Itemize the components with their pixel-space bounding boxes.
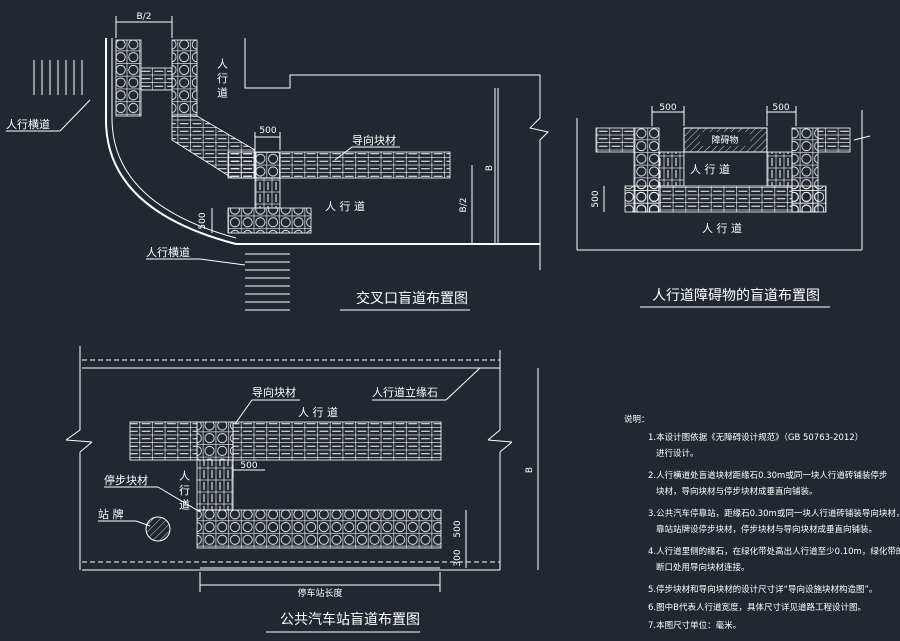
curb-curve [105, 38, 540, 245]
busstop-sidewalk-vertical: 人 行 道 [178, 470, 191, 510]
dim-500-left: 500 [198, 212, 208, 229]
busstop-guide-left [129, 421, 198, 461]
busstop-dim-b: B [525, 467, 535, 473]
curb-curve-inner [111, 38, 237, 239]
obstacle-label: 障碍物 [711, 134, 738, 146]
notes-line-3: 2.人行横道处盲道块材距缘石0.30m或同一块人行道砖铺装停步 [648, 470, 887, 481]
dim-half-b-right: B/2 [459, 198, 469, 213]
obstacle-dim-500-left: 500 [659, 103, 676, 113]
obstacle-guide-v-right [766, 151, 793, 187]
obstacle-guide-bottom [658, 185, 793, 213]
obstacle-plan: 障碍物 500 500 500 人 行 道 人 行 道 人行道障碍物的盲道布置图 [576, 103, 871, 308]
busstop-stop-block-label: 停步块材 [104, 473, 148, 487]
busstop-guide-right [232, 421, 442, 461]
stop-blocks-bottom [227, 207, 312, 234]
busstop-guide-vertical [196, 459, 234, 511]
busstop-stop-junction [196, 421, 234, 461]
crosswalk-label-bottom: 人行横道 [146, 245, 190, 259]
busstop-curb-label: 人行道立缘石 [372, 385, 438, 399]
notes-line-1: 1.本设计图依据《无障碍设计规范》（GB 50763-2012） [648, 432, 863, 443]
busstop-guide-label: 导向块材 [252, 385, 296, 399]
intersection-title: 交叉口盲道布置图 [356, 290, 468, 307]
notes-header: 说明： [624, 414, 650, 425]
obstacle-guide-v-left [658, 151, 685, 187]
guide-label: 导向块材 [352, 133, 396, 147]
busstop-stop-row [196, 509, 442, 549]
notes-line-7: 4.人行道里侧的缘石，在绿化带处高出人行道至少0.10m，绿化带的 [648, 546, 900, 557]
guide-vertical-down [254, 177, 281, 209]
obstacle-sidewalk-inner: 人 行 道 [690, 162, 730, 176]
notes-line-5: 3.公共汽车停靠站，距缘石0.30m或同一块人行道砖铺装导向块材， [648, 508, 900, 519]
obstacle-guide-right [817, 127, 851, 153]
property-line [244, 38, 549, 270]
sidewalk-label: 人 行 道 [325, 199, 365, 213]
notes-line-8: 断口处用导向块材连接。 [656, 562, 750, 573]
obstacle-stop-bottom-left [624, 185, 660, 213]
notes-line-6: 靠站站牌设停步块材，停步块材与导向块材成垂直向铺装。 [656, 524, 877, 535]
intersection-plan: B/2 500 500 B/2 B 人行横道 人行横道 导向块材 人 行 道 人… [6, 12, 549, 311]
notes-line-4: 块材，导向块材与停步块材成垂直向铺装。 [656, 486, 818, 497]
obstacle-stop-bottom-right [791, 185, 827, 213]
stop-sign-symbol [145, 516, 171, 542]
busstop-dim-length: 停车站长度 [297, 587, 342, 599]
dim-b: B [485, 165, 495, 171]
obstacle-guide-left [595, 127, 635, 153]
notes-line-9: 5.停步块材和导向块材的设计尺寸详“导向设施块材构造图”。 [648, 584, 877, 595]
busstop-plan: 500 500 300 B 停车站长度 导向块材 人行道立缘石 人 行 道 人 … [65, 346, 539, 633]
busstop-stop-sign-label: 站 牌 [98, 507, 124, 521]
busstop-sidewalk-label: 人 行 道 [298, 405, 338, 419]
dim-half-b-top: B/2 [137, 12, 152, 22]
busstop-dim-500-right: 500 [453, 520, 463, 537]
guide-horizontal-left [227, 151, 257, 179]
sidewalk-label-vertical: 人 行 道 [216, 58, 229, 98]
guide-link-top [140, 67, 173, 91]
obstacle-sidewalk-outer: 人 行 道 [702, 221, 742, 235]
dim-500-top: 500 [259, 126, 276, 136]
notes-line-2: 进行设计。 [656, 448, 699, 459]
stop-blocks-col1 [115, 39, 142, 117]
busstop-title: 公共汽车站盲道布置图 [280, 611, 420, 628]
guide-horizontal [279, 151, 451, 179]
crosswalk-stripes-left [33, 60, 83, 95]
crosswalk-stripes-bottom [245, 253, 290, 311]
junction-stop-blocks [254, 151, 281, 179]
busstop-dim-500-top: 500 [240, 461, 257, 471]
obstacle-dim-500-right: 500 [772, 103, 789, 113]
notes-line-11: 7.本图尺寸单位：毫米。 [648, 620, 741, 631]
crosswalk-label-top: 人行横道 [6, 117, 50, 131]
obstacle-dim-500-vertical: 500 [591, 190, 601, 207]
notes: 说明： 1.本设计图依据《无障碍设计规范》（GB 50763-2012） 进行设… [624, 414, 900, 631]
stop-blocks-col2 [171, 39, 198, 117]
busstop-dim-300: 300 [453, 549, 463, 566]
obstacle-title: 人行道障碍物的盲道布置图 [652, 287, 820, 304]
notes-line-10: 6.图中B代表人行道宽度，具体尺寸详见道路工程设计图。 [648, 602, 866, 613]
